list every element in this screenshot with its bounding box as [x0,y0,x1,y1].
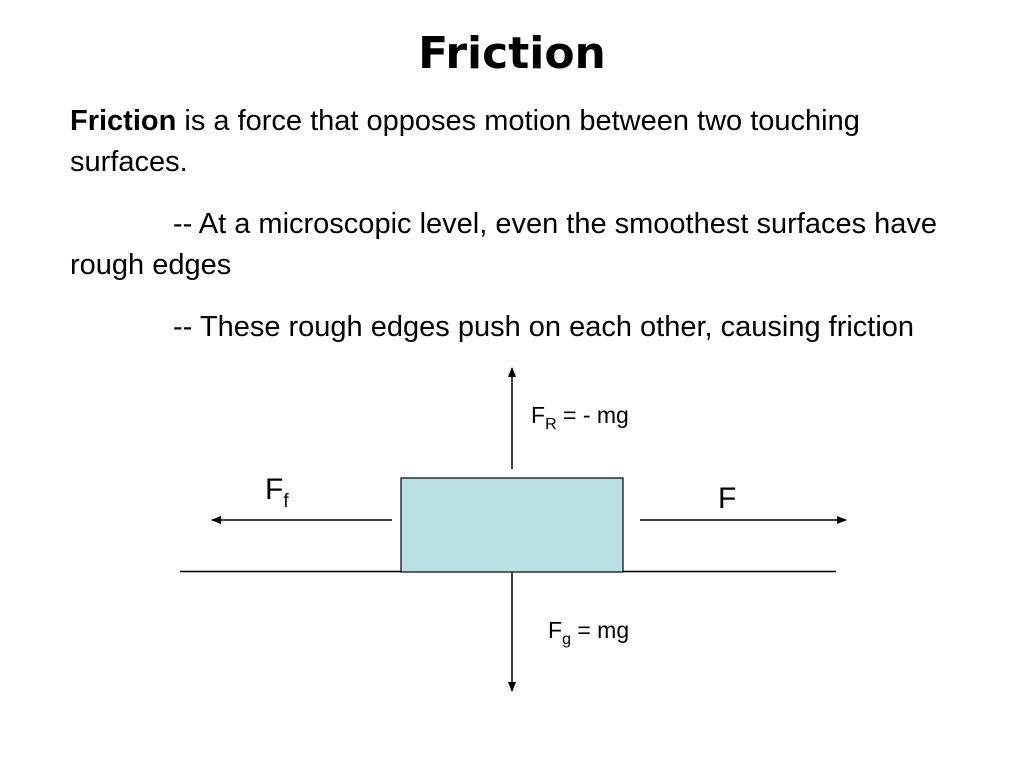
friction-force-label: Ff [265,473,289,512]
microscopic-prefix: -- [173,208,199,240]
slide-title: Friction [418,28,606,79]
rough-edges-text: These rough edges push on each other, ca… [199,311,915,343]
definition-term: Friction [70,105,177,137]
gravity-force-label: Fg = mg [548,617,629,648]
microscopic-text: At a microscopic level, even the smoothe… [70,208,938,281]
rough-edges-paragraph: -- These rough edges push on each other,… [70,307,970,348]
applied-force-label: F [718,482,736,515]
normal-force-label: FR = - mg [531,402,629,433]
definition-text: is a force that opposes motion between t… [70,105,860,178]
definition-paragraph: Friction is a force that opposes motion … [70,101,970,183]
microscopic-paragraph: -- At a microscopic level, even the smoo… [70,204,970,286]
rough-edges-prefix: -- [173,311,200,343]
block [400,477,624,573]
